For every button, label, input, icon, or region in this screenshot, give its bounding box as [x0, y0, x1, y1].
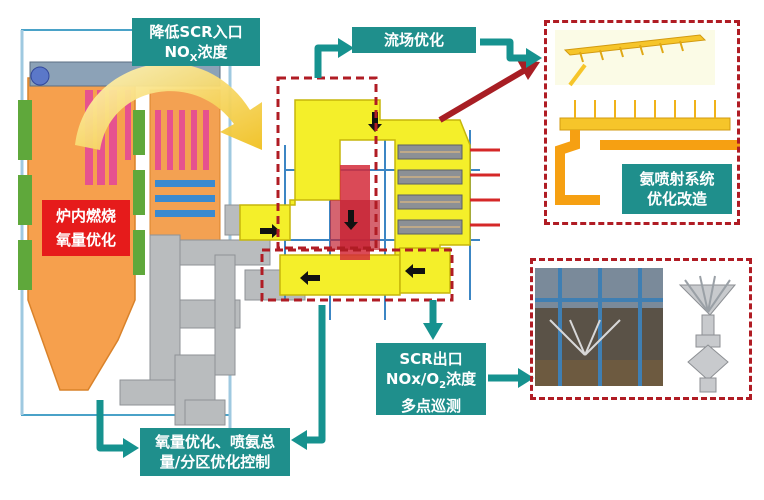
label-zone-control: 氧量优化、喷氨总 量/分区优化控制: [140, 428, 290, 476]
furnace-oxygen-line1: 炉内燃烧: [55, 207, 116, 225]
measurement-photo: [535, 268, 663, 386]
label-scr-inlet-line2: NOX浓度: [164, 43, 228, 64]
ammonia-line1: 氨喷射系统: [639, 170, 715, 188]
burners: [18, 100, 145, 290]
label-ammonia-injection: 氨喷射系统 优化改造: [622, 164, 732, 214]
ammonia-system-detail: [555, 30, 740, 205]
label-furnace-oxygen: 炉内燃烧 氧量优化: [42, 200, 130, 256]
measurement-box: [530, 258, 752, 400]
scr-outlet-line2: NOx/O2浓度: [385, 370, 477, 391]
label-scr-inlet-nox: 降低SCR入口 NOX浓度: [132, 18, 260, 66]
scr-outlet-line1: SCR出口: [399, 350, 463, 368]
sampling-probe: [678, 275, 737, 393]
flow-curve-arrow: [75, 63, 262, 150]
label-scr-outlet: SCR出口 NOx/O2浓度 多点巡测: [376, 343, 486, 415]
ammonia-system-box: [544, 20, 740, 225]
zone-control-line1: 氧量优化、喷氨总: [154, 433, 275, 451]
ammonia-line2: 优化改造: [646, 190, 707, 208]
furnace-oxygen-line2: 氧量优化: [55, 231, 116, 249]
scr-outlet-line3: 多点巡测: [400, 397, 461, 415]
label-scr-inlet-line1: 降低SCR入口: [149, 23, 243, 41]
scr-reactor: [239, 99, 500, 320]
zone-control-line2: 量/分区优化控制: [159, 453, 271, 471]
economizer: [155, 180, 215, 217]
label-flow-optimization: 流场优化: [352, 27, 476, 53]
